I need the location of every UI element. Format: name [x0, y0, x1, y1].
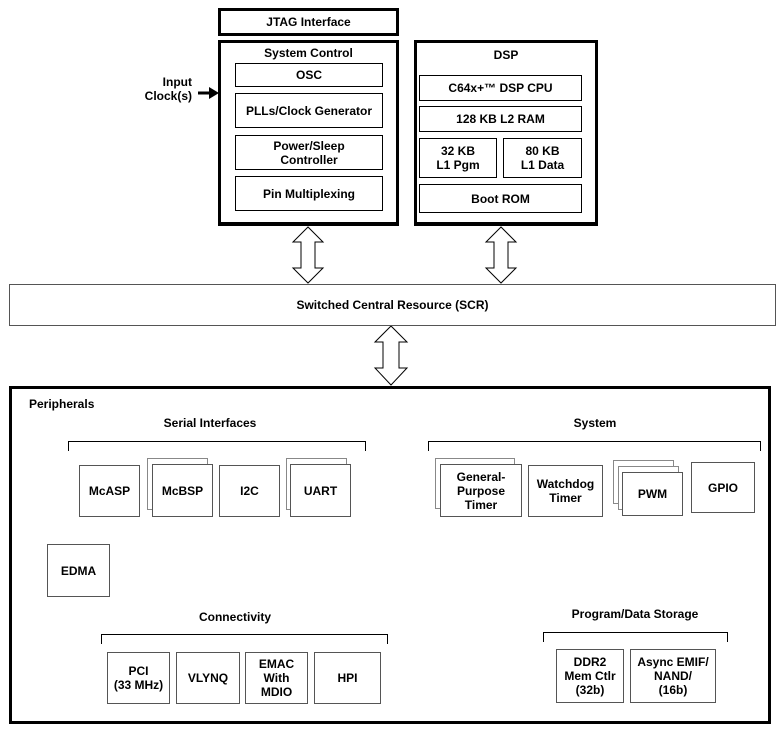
l1-data-box: 80 KB L1 Data — [503, 138, 582, 178]
jtag-label: JTAG Interface — [266, 15, 351, 29]
mcbsp-label: McBSP — [161, 483, 204, 498]
dsp-cpu-box: C64x+™ DSP CPU — [419, 75, 582, 101]
input-clock-arrow — [198, 87, 219, 99]
l1-pgm-label: 32 KB L1 Pgm — [436, 144, 480, 172]
l2-ram-box: 128 KB L2 RAM — [419, 106, 582, 132]
mcasp-label: McASP — [88, 484, 131, 498]
pci-box: PCI (33 MHz) — [107, 652, 170, 704]
watchdog-box: Watchdog Timer — [528, 465, 603, 517]
gpio-box: GPIO — [691, 462, 755, 513]
scr-bar: Switched Central Resource (SCR) — [9, 284, 776, 326]
scr-peripherals-double-arrow — [373, 325, 409, 386]
gp-timer-box: General- Purpose Timer — [440, 464, 522, 517]
power-sleep-box: Power/Sleep Controller — [235, 135, 383, 170]
pwm-box: PWM — [622, 472, 683, 516]
pll-label: PLLs/Clock Generator — [245, 103, 373, 118]
serial-interfaces-bracket — [68, 441, 366, 451]
dsp-scr-double-arrow — [484, 226, 518, 284]
system-title: System — [573, 416, 617, 430]
power-sleep-label: Power/Sleep Controller — [273, 138, 345, 167]
connectivity-title: Connectivity — [198, 610, 271, 624]
hpi-box: HPI — [314, 652, 381, 704]
storage-title: Program/Data Storage — [571, 607, 699, 621]
pci-label: PCI (33 MHz) — [113, 664, 164, 692]
mcbsp-box: McBSP — [152, 464, 213, 517]
edma-box: EDMA — [47, 544, 110, 597]
connectivity-bracket — [101, 634, 388, 644]
vlynq-box: VLYNQ — [176, 652, 240, 704]
pin-mux-label: Pin Multiplexing — [263, 186, 355, 201]
pll-box: PLLs/Clock Generator — [235, 93, 383, 128]
l1-data-label: 80 KB L1 Data — [520, 144, 565, 172]
vlynq-label: VLYNQ — [187, 671, 229, 685]
serial-interfaces-title: Serial Interfaces — [163, 416, 257, 430]
l1-pgm-box: 32 KB L1 Pgm — [419, 138, 497, 178]
dsp-block: DSP — [414, 40, 598, 226]
ddr2-box: DDR2 Mem Ctlr (32b) — [556, 649, 624, 703]
l2-ram-label: 128 KB L2 RAM — [456, 112, 545, 126]
async-emif-box: Async EMIF/ NAND/ (16b) — [630, 649, 716, 703]
watchdog-label: Watchdog Timer — [536, 477, 595, 505]
peripherals-block: Peripherals — [9, 386, 771, 724]
input-clock-label: Input Clock(s) — [130, 75, 192, 103]
input-clock-line1: Input — [162, 75, 192, 89]
gp-timer-label: General- Purpose Timer — [456, 469, 506, 512]
i2c-box: I2C — [219, 465, 280, 517]
pwm-label: PWM — [637, 487, 668, 501]
emac-box: EMAC With MDIO — [245, 652, 308, 704]
uart-label: UART — [303, 483, 338, 498]
gpio-label: GPIO — [707, 480, 738, 495]
dsp-title: DSP — [493, 48, 519, 62]
input-clock-line2: Clock(s) — [144, 89, 192, 103]
i2c-label: I2C — [240, 484, 259, 498]
osc-label: OSC — [295, 68, 322, 82]
uart-box: UART — [290, 464, 351, 517]
sysctrl-scr-double-arrow — [291, 226, 325, 284]
hpi-label: HPI — [337, 671, 358, 685]
jtag-interface-box: JTAG Interface — [218, 8, 399, 36]
async-emif-label: Async EMIF/ NAND/ (16b) — [637, 655, 709, 697]
ddr2-label: DDR2 Mem Ctlr (32b) — [564, 655, 616, 697]
pin-mux-box: Pin Multiplexing — [235, 176, 383, 211]
boot-rom-box: Boot ROM — [419, 184, 582, 213]
edma-label: EDMA — [60, 563, 97, 578]
mcasp-box: McASP — [79, 465, 140, 517]
boot-rom-label: Boot ROM — [471, 191, 530, 206]
dsp-cpu-label: C64x+™ DSP CPU — [448, 81, 553, 95]
system-control-block: System Control — [218, 40, 399, 226]
osc-box: OSC — [235, 63, 383, 87]
peripherals-title: Peripherals — [29, 397, 95, 411]
emac-label: EMAC With MDIO — [258, 657, 295, 699]
storage-bracket — [543, 632, 728, 642]
scr-label: Switched Central Resource (SCR) — [296, 298, 489, 312]
system-bracket — [428, 441, 761, 451]
system-control-title: System Control — [264, 46, 353, 60]
